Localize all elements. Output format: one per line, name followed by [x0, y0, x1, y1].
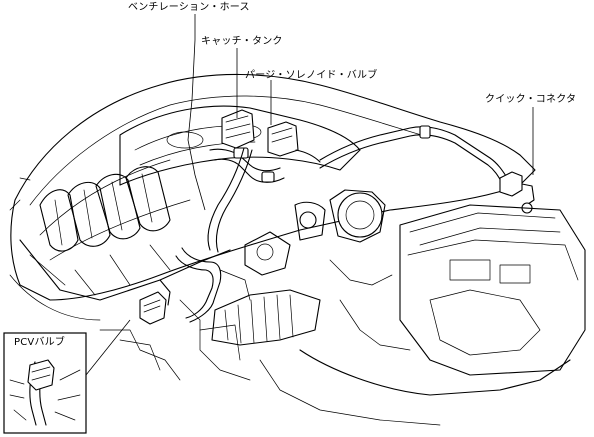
intake-duct — [211, 289, 321, 346]
catch-tank — [221, 109, 255, 149]
throttle-body — [337, 192, 383, 238]
label-quick-connector: クイック・コネクタ — [485, 94, 577, 105]
leader-ventilation-hose — [187, 14, 206, 211]
ventilation-hose — [207, 147, 245, 251]
intake-runner-4 — [125, 166, 171, 232]
label-purge-solenoid-valve: パージ・ソレノイド・バルブ — [245, 70, 378, 81]
label-ventilation-hose: ベンチレーション・ホース — [128, 2, 250, 13]
pcv-valve-main — [139, 291, 167, 325]
intake-runner-2 — [67, 181, 111, 247]
label-pcv-valve: PCVバルブ — [14, 337, 66, 348]
intake-runner-1 — [39, 189, 79, 252]
cylinder-head-cover — [119, 105, 361, 186]
label-catch-tank: キャッチ・タンク — [201, 36, 283, 47]
engine-cover-outline — [10, 73, 536, 301]
quick-connector — [499, 171, 523, 197]
intake-runner-3 — [95, 173, 141, 240]
air-cleaner-box — [399, 204, 586, 376]
